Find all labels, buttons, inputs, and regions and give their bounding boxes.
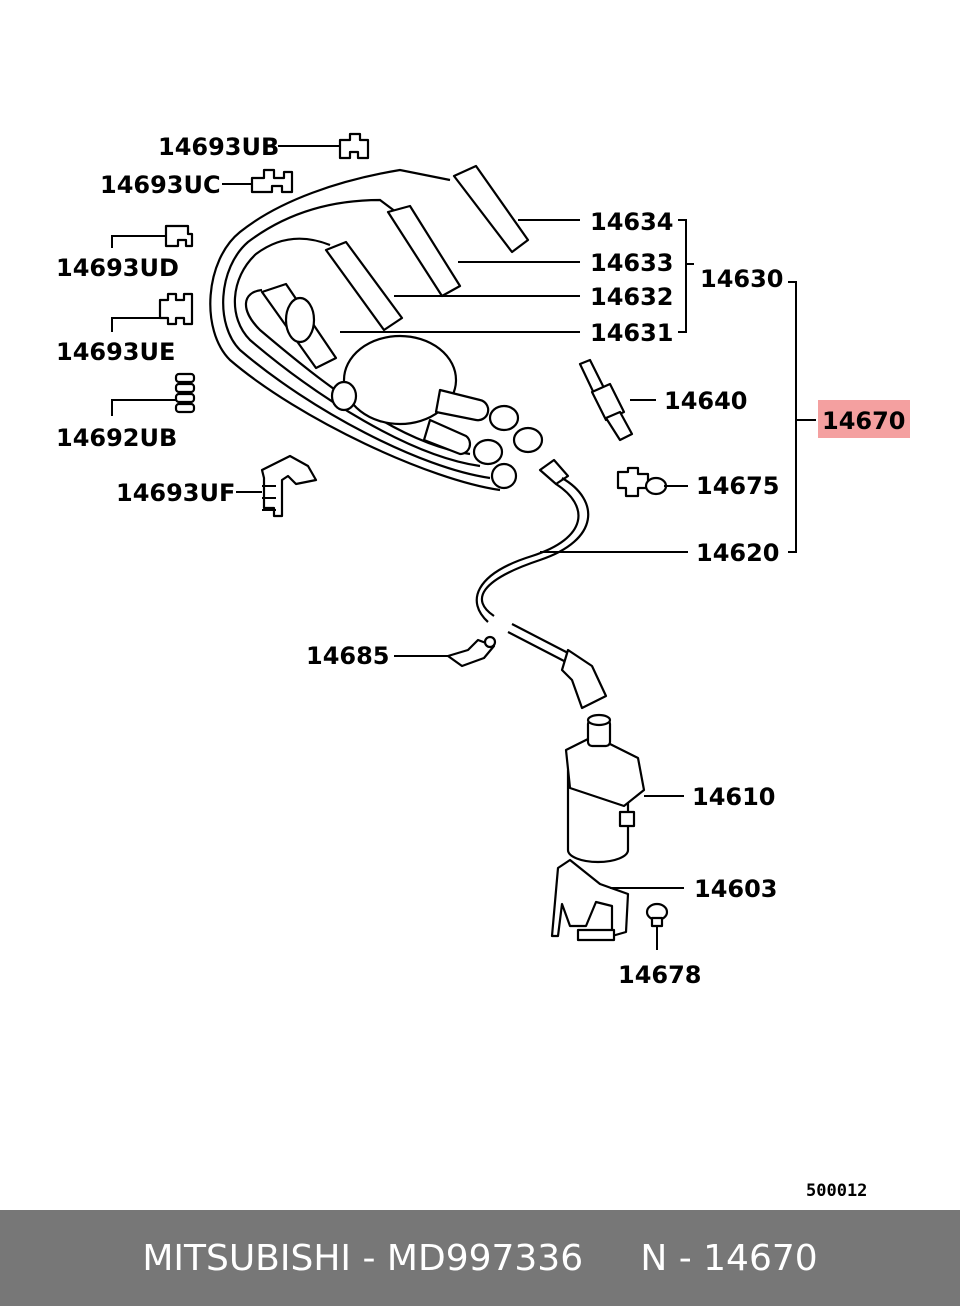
diagram-code: 500012 — [806, 1181, 867, 1201]
clip-14693uc-drawing — [250, 168, 294, 194]
bolt-14678-drawing — [645, 902, 669, 928]
label-14678[interactable]: 14678 — [618, 961, 702, 989]
clip-14692ub-drawing — [174, 372, 196, 414]
leader-lines — [111, 145, 816, 950]
label-14692ub[interactable]: 14692UB — [56, 424, 177, 452]
clip-14685-drawing — [446, 635, 497, 668]
clip-14675-drawing — [616, 466, 668, 498]
label-14610[interactable]: 14610 — [692, 783, 776, 811]
label-14630[interactable]: 14630 — [700, 265, 784, 293]
ignition-coil-14610-drawing — [564, 713, 646, 864]
label-14640[interactable]: 14640 — [664, 387, 748, 415]
clip-14693ub-drawing — [338, 132, 370, 160]
label-14675[interactable]: 14675 — [696, 472, 780, 500]
label-14693uc[interactable]: 14693UC — [100, 171, 221, 199]
coil-wire-14620-drawing — [475, 458, 608, 710]
target-part-highlight — [818, 400, 910, 438]
label-14603[interactable]: 14603 — [694, 875, 778, 903]
coil-bracket-14603-drawing — [550, 858, 630, 942]
label-14633[interactable]: 14633 — [590, 249, 674, 277]
label-14670[interactable]: 14670 — [822, 407, 906, 435]
label-14685[interactable]: 14685 — [306, 642, 390, 670]
label-14634[interactable]: 14634 — [590, 208, 674, 236]
bracket-14693uf-drawing — [260, 454, 318, 518]
part-info-footer: MITSUBISHI - MD997336 N - 14670 — [0, 1210, 960, 1306]
label-14631[interactable]: 14631 — [590, 319, 674, 347]
label-14632[interactable]: 14632 — [590, 283, 674, 311]
label-14693ub[interactable]: 14693UB — [158, 133, 279, 161]
label-14693ue[interactable]: 14693UE — [56, 338, 175, 366]
spark-plug-14640-drawing — [578, 358, 634, 442]
ignition-parts-diagram: 14693UB 14693UC 14693UD 14693UE 14692UB … — [56, 132, 910, 1201]
clip-14693ud-drawing — [164, 224, 194, 248]
label-14693uf[interactable]: 14693UF — [116, 479, 235, 507]
label-14693ud[interactable]: 14693UD — [56, 254, 179, 282]
clip-14693ue-drawing — [158, 292, 194, 326]
footer-part-number: MITSUBISHI - MD997336 N - 14670 — [142, 1237, 818, 1279]
label-14620[interactable]: 14620 — [696, 539, 780, 567]
plug-wire-harness-drawing — [209, 164, 544, 492]
